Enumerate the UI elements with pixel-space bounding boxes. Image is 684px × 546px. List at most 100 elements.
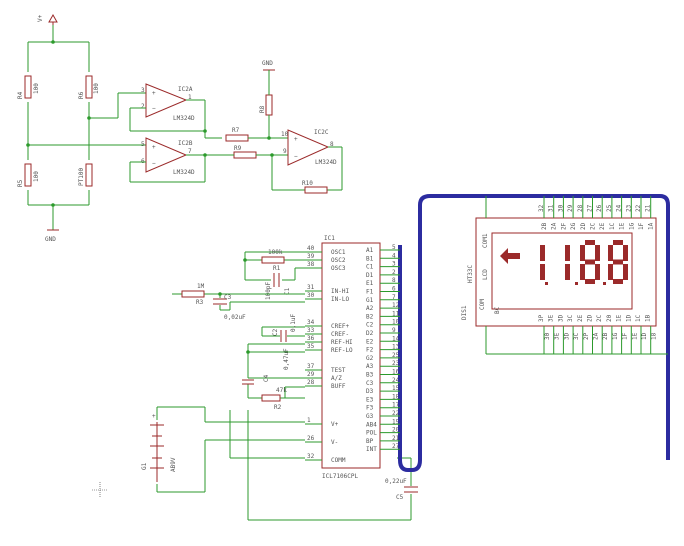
resistor-r7: R7 <box>225 127 249 142</box>
resistor-r10: R10 <box>302 180 328 194</box>
junction-dot <box>51 203 55 207</box>
svg-text:1E: 1E <box>616 314 623 322</box>
ic1-pin-number: 8 <box>392 277 396 284</box>
ic1-pin-number: 14 <box>392 335 400 342</box>
svg-text:2G: 2G <box>570 222 577 230</box>
svg-text:R2: R2 <box>274 404 282 411</box>
resistor-r8: R8 GND <box>259 60 275 116</box>
capacitor-c1: C1 100pF <box>265 273 291 300</box>
ic1-pin-label: C1 <box>366 264 374 271</box>
bridge-wires <box>27 25 146 230</box>
ic1-pin-label: E1 <box>366 280 374 287</box>
svg-text:20: 20 <box>606 314 613 322</box>
ic1-pin-number: 7 <box>392 294 396 301</box>
ic1-pin-number: 20 <box>392 427 400 434</box>
svg-text:28: 28 <box>577 204 584 212</box>
svg-text:8: 8 <box>330 141 334 148</box>
svg-text:R10: R10 <box>302 180 313 187</box>
lcd-digits <box>500 240 628 285</box>
svg-text:C2: C2 <box>272 328 279 336</box>
capacitor-c5: 0,22uF C5 <box>385 478 418 501</box>
ic1-pin-number: 3 <box>392 261 396 268</box>
vplus-label: V+ <box>37 14 44 22</box>
gnd-symbol: GND <box>45 229 59 243</box>
ic1-pin-number: 6 <box>392 286 396 293</box>
vplus-symbol: V+ <box>37 13 58 25</box>
svg-text:47k: 47k <box>276 387 287 394</box>
svg-text:LM324D: LM324D <box>315 159 337 166</box>
svg-text:9: 9 <box>283 148 287 155</box>
svg-text:HT33C: HT33C <box>467 265 474 283</box>
ic1-pin-label: INT <box>366 446 377 453</box>
svg-text:2E: 2E <box>599 222 606 230</box>
svg-text:2C: 2C <box>590 222 597 230</box>
svg-text:IC2B: IC2B <box>178 140 193 147</box>
svg-text:0,02uF: 0,02uF <box>224 314 246 321</box>
opamp-ic2a: + − IC2A LM324D 3 2 1 <box>141 83 195 122</box>
svg-text:COM: COM <box>479 299 486 310</box>
svg-text:0,47uF: 0,47uF <box>283 348 290 370</box>
ic1-pin-number: 16 <box>392 369 400 376</box>
svg-text:23: 23 <box>625 204 632 212</box>
ic1-pin-number: 25 <box>392 352 400 359</box>
resistor-r4: R4 100 <box>17 75 40 99</box>
svg-text:1D: 1D <box>625 314 632 322</box>
lcd-bottom-pins: 3P303E3E3D3D3C3C2E2P2D2A2C2B201G1E1F1D1E… <box>485 314 668 355</box>
svg-text:25: 25 <box>606 204 613 212</box>
ic1-pin-label: G2 <box>366 355 374 362</box>
resistor-pt100: PT100 <box>78 163 93 187</box>
svg-text:5: 5 <box>141 141 145 148</box>
junction-dot <box>26 143 30 147</box>
svg-text:1B: 1B <box>645 314 652 322</box>
ic1-pin-number: 32 <box>307 453 315 460</box>
capacitor-c2: C2 0,1uF <box>272 314 297 342</box>
svg-text:+: + <box>294 136 298 143</box>
capacitor-c4: C4 0,47uF <box>242 348 290 385</box>
ic1-pin-number: 21 <box>392 435 400 442</box>
svg-text:7: 7 <box>188 148 192 155</box>
resistor-r3: 1M R3 <box>181 283 205 306</box>
opamp-ic2c: + − IC2C LM324D 10 9 8 <box>281 129 337 166</box>
gnd-label: GND <box>45 236 56 243</box>
ic1-pin-label: G3 <box>366 413 374 420</box>
ic1-pin-label: A3 <box>366 363 374 370</box>
svg-text:R9: R9 <box>234 145 242 152</box>
svg-text:R7: R7 <box>232 127 240 134</box>
ic1-pin-label: A1 <box>366 247 374 254</box>
svg-text:22: 22 <box>635 204 642 212</box>
ic1-pin-number: 31 <box>307 284 315 291</box>
ic1-pin-label: E2 <box>366 338 374 345</box>
svg-text:1D: 1D <box>641 332 648 340</box>
svg-text:27: 27 <box>587 204 594 212</box>
ic1-pin-number: 11 <box>392 310 400 317</box>
ic1-pin-label: IN-HI <box>331 288 349 295</box>
svg-text:21: 21 <box>645 204 652 212</box>
svg-text:LM324D: LM324D <box>173 115 195 122</box>
ic1-pin-number: 27 <box>392 443 400 450</box>
ic1-pin-label: REF-LO <box>331 347 353 354</box>
svg-text:2B: 2B <box>541 222 548 230</box>
ic1-pin-number: 36 <box>307 335 315 342</box>
svg-text:−: − <box>294 153 298 160</box>
ic1-pin-label: OSC1 <box>331 249 346 256</box>
ic1-pin-label: D2 <box>366 330 374 337</box>
ic1-pin-label: TEST <box>331 367 346 374</box>
ic1-pin-number: 22 <box>392 410 400 417</box>
ic1-pin-number: 35 <box>307 343 315 350</box>
svg-text:100pF: 100pF <box>265 282 272 300</box>
svg-text:R5: R5 <box>17 179 24 187</box>
opamp-ic2b: + − IC2B LM324D 5 6 7 <box>141 137 195 176</box>
svg-text:2E: 2E <box>577 314 584 322</box>
svg-text:2C: 2C <box>596 314 603 322</box>
svg-text:2: 2 <box>141 103 145 110</box>
svg-text:AB9V: AB9V <box>170 457 177 472</box>
svg-text:100: 100 <box>33 171 40 182</box>
bus-stubs <box>380 249 400 450</box>
ic1-pin-label: CREF- <box>331 331 349 338</box>
svg-text:C1: C1 <box>284 287 291 295</box>
ic1-pin-label: OSC2 <box>331 257 346 264</box>
ic1-pin-label: OSC3 <box>331 265 346 272</box>
svg-text:1C: 1C <box>609 222 616 230</box>
ic1-pin-label: BUFF <box>331 383 346 390</box>
